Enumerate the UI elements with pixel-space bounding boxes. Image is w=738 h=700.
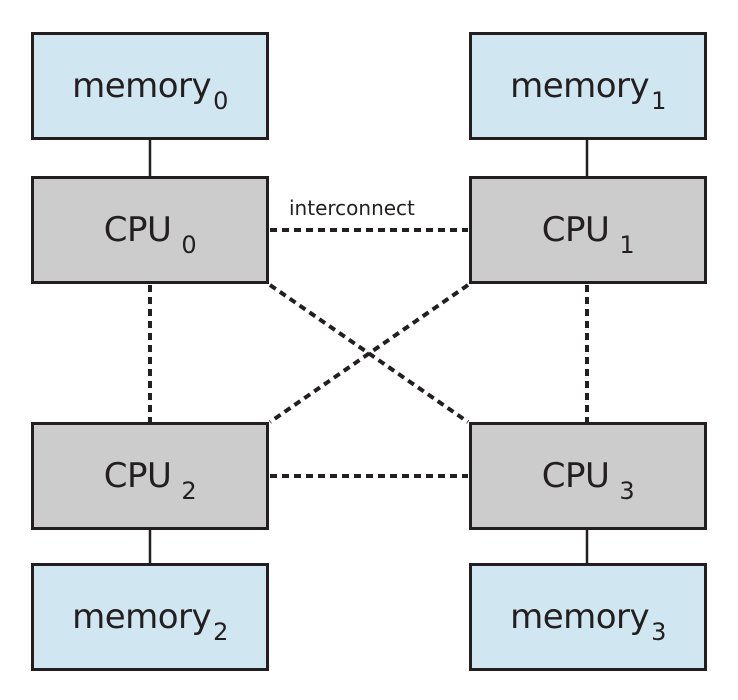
memory0-subscript: 0 bbox=[213, 87, 228, 115]
memory1-box: memory1 bbox=[469, 32, 707, 140]
memory0-box: memory0 bbox=[31, 32, 269, 140]
memory2-box: memory2 bbox=[31, 563, 269, 671]
memory3-label: memory3 bbox=[510, 597, 666, 646]
cpu1-subscript: 1 bbox=[619, 231, 635, 259]
memory1-subscript: 1 bbox=[651, 87, 666, 115]
cpu2-subscript: 2 bbox=[181, 477, 197, 505]
memory1-label: memory1 bbox=[510, 66, 666, 115]
memory0-label: memory0 bbox=[72, 66, 228, 115]
memory2-label: memory2 bbox=[72, 597, 228, 646]
interconnect-label: interconnect bbox=[289, 196, 415, 220]
interconnect-cpu1-cpu2 bbox=[268, 283, 470, 424]
memory2-subscript: 2 bbox=[213, 618, 228, 646]
memory3-subscript: 3 bbox=[651, 618, 666, 646]
cpu3-subscript: 3 bbox=[619, 477, 635, 505]
memory3-box: memory3 bbox=[469, 563, 707, 671]
cpu0-subscript: 0 bbox=[181, 231, 197, 259]
